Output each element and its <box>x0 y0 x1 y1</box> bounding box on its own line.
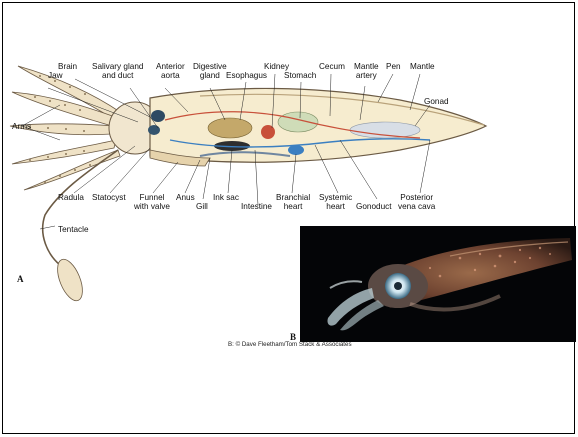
label-pvc-line-2: vena cava <box>398 202 435 211</box>
label-systemic-line-2: heart <box>319 202 352 211</box>
label-gonoduct: Gonoduct <box>356 202 392 211</box>
label-jaw: Jaw <box>48 71 63 80</box>
label-radula: Radula <box>58 193 84 202</box>
label-funnel-line-1: Funnel <box>134 193 170 202</box>
salivary-gland-drawing <box>148 125 160 135</box>
panel-a-label: A <box>17 275 24 284</box>
label-funnel: Funnel with valve <box>134 193 170 211</box>
label-funnel-line-2: with valve <box>134 202 170 211</box>
label-mantle-artery-line-2: artery <box>354 71 379 80</box>
label-posterior-vena-cava: Posterior vena cava <box>398 193 435 211</box>
label-branchial-heart: Branchial heart <box>276 193 310 211</box>
label-branchial-line-2: heart <box>276 202 310 211</box>
label-pen: Pen <box>386 62 401 71</box>
label-branchial-line-1: Branchial <box>276 193 310 202</box>
label-arms: Arms <box>12 122 31 131</box>
label-ink-sac: Ink sac <box>213 193 239 202</box>
label-anterior-aorta: Anterior aorta <box>156 62 185 80</box>
squid-photo <box>300 226 576 342</box>
label-gill: Gill <box>196 202 208 211</box>
label-digestive-line-2: gland <box>193 71 227 80</box>
stomach-drawing <box>278 112 318 132</box>
label-systemic-heart: Systemic heart <box>319 193 352 211</box>
label-stomach: Stomach <box>284 71 316 80</box>
label-salivary-line-1: Salivary gland <box>92 62 143 71</box>
label-salivary-gland: Salivary gland and duct <box>92 62 143 80</box>
label-mantle: Mantle <box>410 62 435 71</box>
squid-photo-image <box>300 226 576 342</box>
label-systemic-line-1: Systemic <box>319 193 352 202</box>
label-kidney: Kidney <box>264 62 289 71</box>
systemic-heart-drawing <box>261 125 275 139</box>
label-brain: Brain <box>58 62 77 71</box>
brain-drawing <box>151 110 165 122</box>
label-cecum: Cecum <box>319 62 345 71</box>
label-anterior-line-1: Anterior <box>156 62 185 71</box>
label-esophagus: Esophagus <box>226 71 267 80</box>
label-gonad: Gonad <box>424 97 449 106</box>
digestive-gland-drawing <box>208 118 252 138</box>
photo-credit: B: © Dave Fleetham/Tom Stack & Associate… <box>228 341 352 348</box>
label-mantle-artery-line-1: Mantle <box>354 62 379 71</box>
label-digestive-gland: Digestive gland <box>193 62 227 80</box>
label-anterior-line-2: aorta <box>156 71 185 80</box>
label-anus: Anus <box>176 193 195 202</box>
label-tentacle: Tentacle <box>58 225 89 234</box>
branchial-heart-drawing <box>288 145 304 155</box>
label-pvc-line-1: Posterior <box>398 193 435 202</box>
label-mantle-artery: Mantle artery <box>354 62 379 80</box>
label-salivary-line-2: and duct <box>92 71 143 80</box>
label-intestine: Intestine <box>241 202 272 211</box>
label-statocyst: Statocyst <box>92 193 126 202</box>
label-digestive-line-1: Digestive <box>193 62 227 71</box>
